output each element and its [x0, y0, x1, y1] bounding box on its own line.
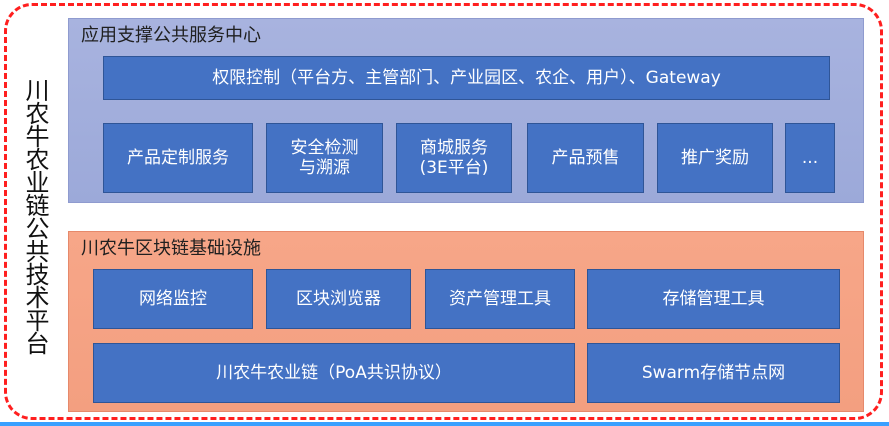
application-support-title: 应用支撑公共服务中心: [81, 25, 261, 46]
asset-management-tool-box: 资产管理工具: [425, 269, 575, 329]
permission-control-box: 权限控制（平台方、主管部门、产业园区、农企、用户）、Gateway: [103, 56, 830, 100]
promotion-reward-box: 推广奖励: [657, 123, 773, 193]
storage-management-tool-box: 存储管理工具: [587, 269, 840, 329]
product-presale-box: 产品预售: [527, 123, 644, 193]
mall-service-box: 商城服务 (3E平台): [396, 123, 512, 193]
network-monitoring-box: 网络监控: [93, 269, 253, 329]
more-services-box: ...: [785, 123, 835, 193]
application-support-section: 应用支撑公共服务中心 权限控制（平台方、主管部门、产业园区、农企、用户）、Gat…: [68, 18, 864, 203]
swarm-storage-node-network-box: Swarm存储节点网: [587, 343, 840, 403]
security-detection-traceability-box: 安全检测 与溯源: [266, 123, 383, 193]
chuannongniu-agricultural-chain-box: 川农牛农业链（PoA共识协议）: [93, 343, 575, 403]
block-explorer-box: 区块浏览器: [266, 269, 411, 329]
blockchain-infrastructure-section: 川农牛区块链基础设施 网络监控 区块浏览器 资产管理工具 存储管理工具 川农牛农…: [68, 231, 864, 412]
product-customization-service-box: 产品定制服务: [103, 123, 253, 193]
platform-vertical-title: 川农牛农业链公共技术平台: [21, 78, 49, 354]
bottom-blue-strip: [0, 422, 889, 426]
blockchain-infrastructure-title: 川农牛区块链基础设施: [81, 238, 261, 259]
platform-frame: [4, 3, 883, 420]
